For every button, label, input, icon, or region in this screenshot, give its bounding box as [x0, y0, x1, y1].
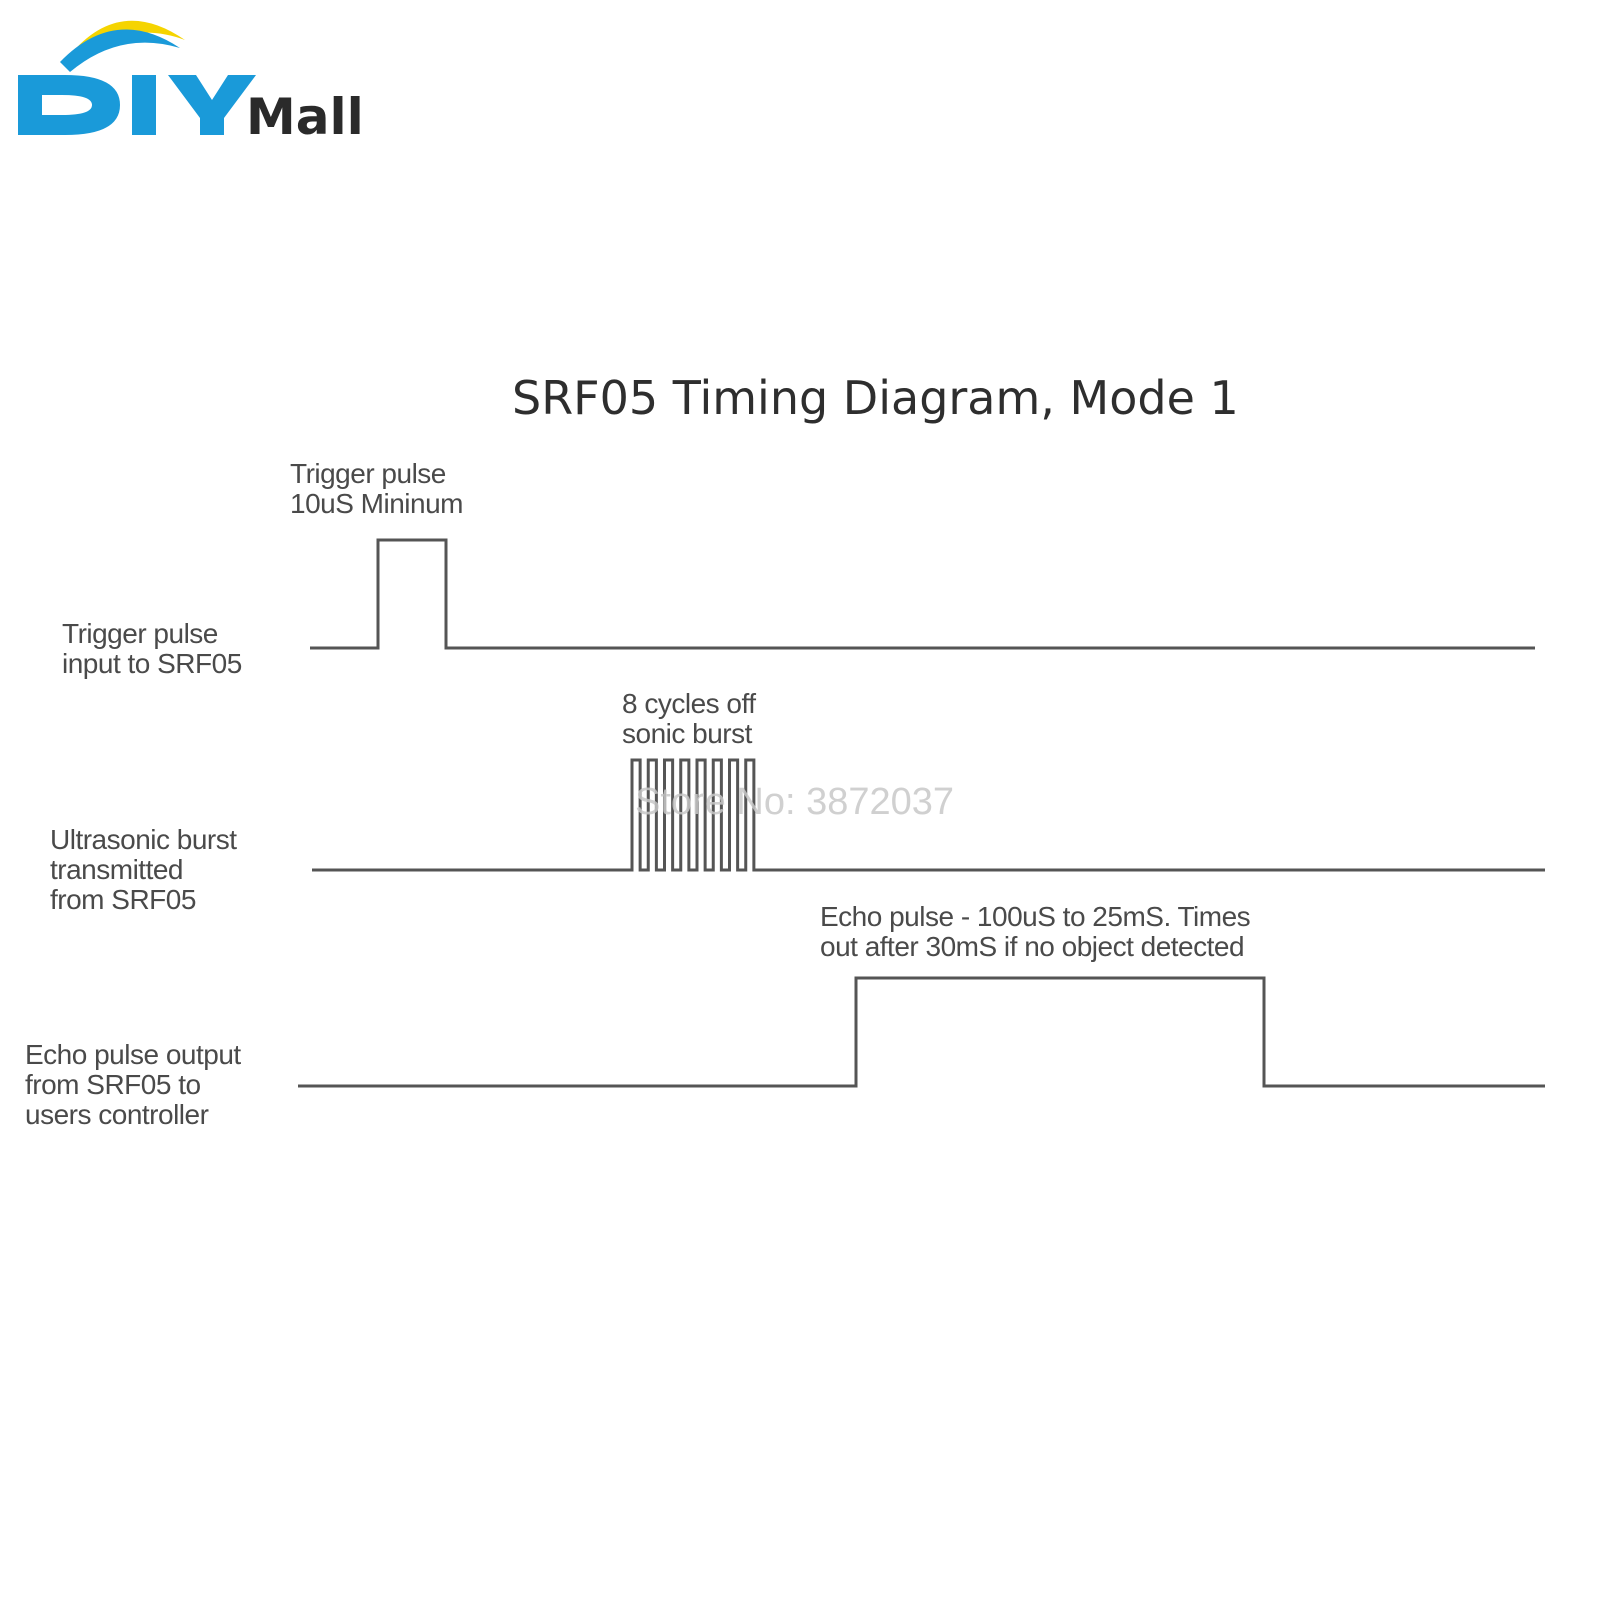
store-watermark: Store No: 3872037	[635, 781, 954, 823]
burst-label-line-1: Ultrasonic burst	[50, 824, 237, 855]
trigger-annotation-line-2: 10uS Mininum	[290, 488, 463, 519]
logo-letter-d	[18, 75, 120, 135]
logo-blue-arc	[60, 29, 180, 72]
burst-signal-row: 8 cycles off sonic burst Ultrasonic burs…	[50, 688, 1545, 915]
trigger-annotation-line-1: Trigger pulse	[290, 458, 446, 489]
burst-annotation-line-2: sonic burst	[622, 718, 753, 749]
echo-label-line-1: Echo pulse output	[25, 1039, 241, 1070]
diymall-logo: Mall	[18, 20, 364, 146]
burst-label-line-2: transmitted	[50, 854, 183, 885]
logo-letter-i	[132, 75, 156, 135]
trigger-label-line-1: Trigger pulse	[62, 618, 218, 649]
echo-signal-row: Echo pulse - 100uS to 25mS. Times out af…	[25, 901, 1545, 1130]
trigger-label-line-2: input to SRF05	[62, 648, 242, 679]
echo-label-line-3: users controller	[25, 1099, 209, 1130]
trigger-waveform	[310, 538, 1535, 650]
echo-annotation-line-1: Echo pulse - 100uS to 25mS. Times	[820, 901, 1250, 932]
burst-waveform	[312, 758, 1545, 872]
logo-yellow-arc	[70, 20, 185, 62]
diagram-title: SRF05 Timing Diagram, Mode 1	[512, 371, 1239, 425]
echo-annotation-line-2: out after 30mS if no object detected	[820, 931, 1244, 962]
burst-annotation-line-1: 8 cycles off	[622, 688, 756, 719]
logo-mall-text: Mall	[246, 88, 364, 146]
echo-waveform	[298, 976, 1545, 1088]
logo-letter-y	[168, 75, 256, 135]
echo-label-line-2: from SRF05 to	[25, 1069, 201, 1100]
trigger-signal-row: Trigger pulse 10uS Mininum Trigger pulse…	[62, 458, 1535, 679]
burst-label-line-3: from SRF05	[50, 884, 196, 915]
